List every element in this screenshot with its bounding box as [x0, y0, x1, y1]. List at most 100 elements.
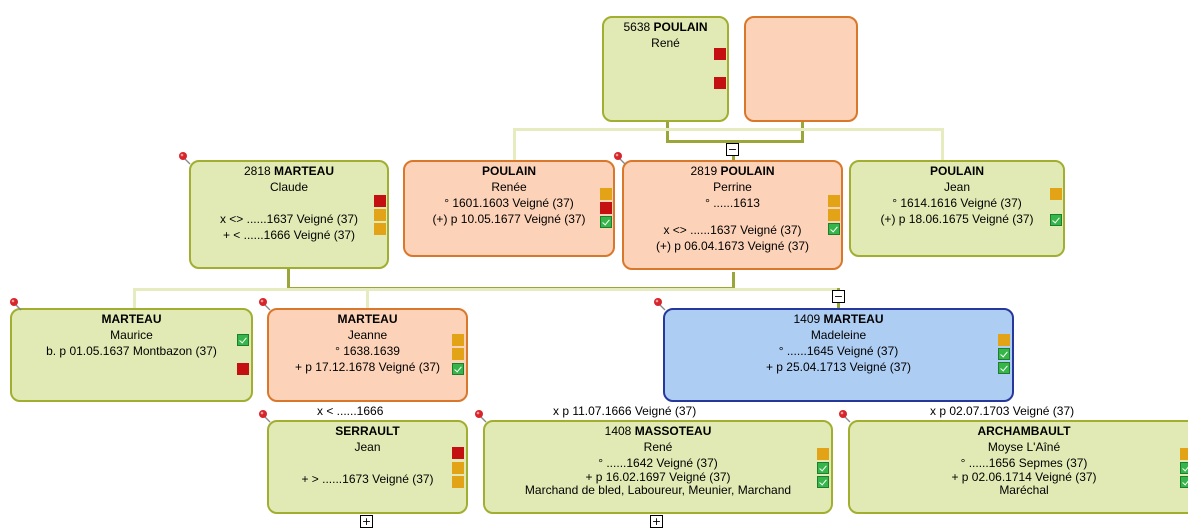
orange-status-marker: [374, 209, 386, 221]
orange-status-marker: [452, 462, 464, 474]
orange-status-marker: [452, 348, 464, 360]
orange-status-marker: [998, 334, 1010, 346]
green-check-marker: [1180, 462, 1188, 474]
pushpin-icon[interactable]: [258, 297, 274, 313]
given-name: René: [651, 36, 680, 50]
given-name: Claude: [269, 180, 309, 194]
event-line: (+) p 18.06.1675 Veigné (37): [880, 212, 1034, 226]
person-name: MARTEAU: [337, 312, 398, 326]
person-card[interactable]: POULAIN Jean ° 1614.1616 Veigné (37) (+)…: [849, 160, 1065, 257]
green-check-marker: [998, 362, 1010, 374]
green-check-marker: [1050, 214, 1062, 226]
person-name: MARTEAU: [101, 312, 162, 326]
event-line: ° 1601.1603 Veigné (37): [444, 196, 574, 210]
event-line: ° ......1645 Veigné (37): [778, 344, 899, 358]
pushpin-icon[interactable]: [474, 409, 490, 425]
selected-person-card[interactable]: 1409 MARTEAU Madeleine ° ......1645 Veig…: [663, 308, 1014, 402]
occupation-line: Marchand de bled, Laboureur, Meunier, Ma…: [524, 484, 792, 497]
event-line: ° ......1642 Veigné (37): [598, 456, 718, 470]
orange-status-marker: [828, 209, 840, 221]
event-line: b. p 01.05.1637 Montbazon (37): [46, 344, 217, 358]
green-check-marker: [817, 462, 829, 474]
given-name: Moyse L'Aîné: [987, 440, 1061, 454]
green-check-marker: [237, 334, 249, 346]
red-status-marker: [374, 195, 386, 207]
person-name: POULAIN: [930, 164, 984, 178]
connector-line: [133, 288, 136, 310]
person-card[interactable]: POULAIN Renée ° 1601.1603 Veigné (37) (+…: [403, 160, 615, 257]
expand-toggle[interactable]: +: [360, 515, 373, 528]
pushpin-icon[interactable]: [838, 409, 854, 425]
person-name: 1408 MASSOTEAU: [604, 424, 712, 438]
orange-status-marker: [828, 195, 840, 207]
person-card[interactable]: 2819 POULAIN Perrine ° ......1613 x <> .…: [622, 160, 843, 270]
person-card[interactable]: 1408 MASSOTEAU René ° ......1642 Veigné …: [483, 420, 833, 514]
person-card[interactable]: 5638 POULAIN René: [602, 16, 729, 122]
event-line: x <> ......1637 Veigné (37): [663, 223, 802, 237]
person-card[interactable]: 2818 MARTEAU Claude x <> ......1637 Veig…: [189, 160, 389, 269]
event-line: ° ......1656 Sepmes (37): [960, 456, 1088, 470]
marriage-label: x p 02.07.1703 Veigné (37): [930, 404, 1075, 418]
collapse-toggle[interactable]: −: [726, 143, 739, 156]
connector-line: [513, 128, 516, 161]
pushpin-icon[interactable]: [613, 151, 629, 167]
event-line: ° 1638.1639: [335, 344, 400, 358]
person-name: 2819 POULAIN: [690, 164, 775, 178]
event-line: + < ......1666 Veigné (37): [222, 228, 356, 242]
event-line: ° ......1613: [705, 196, 760, 210]
collapse-toggle[interactable]: −: [832, 290, 845, 303]
person-card[interactable]: MARTEAU Jeanne ° 1638.1639 + p 17.12.167…: [267, 308, 468, 402]
person-card[interactable]: ARCHAMBAULT Moyse L'Aîné ° ......1656 Se…: [848, 420, 1188, 514]
red-status-marker: [714, 77, 726, 89]
empty-person-card[interactable]: [744, 16, 858, 122]
event-line: + p 16.02.1697 Veigné (37): [585, 471, 731, 484]
green-check-marker: [1180, 476, 1188, 488]
given-name: Maurice: [110, 328, 153, 342]
person-name: 1409 MARTEAU: [793, 312, 884, 326]
marriage-label: x < ......1666: [317, 404, 384, 418]
connector-line: [941, 128, 944, 161]
pushpin-icon[interactable]: [9, 297, 25, 313]
person-name: POULAIN: [482, 164, 536, 178]
given-name: Jeanne: [347, 328, 388, 342]
person-card[interactable]: SERRAULT Jean + > ......1673 Veigné (37): [267, 420, 468, 514]
connector-line: [513, 128, 944, 131]
given-name: Perrine: [713, 180, 752, 194]
orange-status-marker: [600, 188, 612, 200]
given-name: Jean: [354, 440, 381, 454]
given-name: Madeleine: [810, 328, 867, 342]
person-name: SERRAULT: [335, 424, 400, 438]
expand-toggle[interactable]: +: [650, 515, 663, 528]
orange-status-marker: [452, 334, 464, 346]
event-line: ° 1614.1616 Veigné (37): [892, 196, 1022, 210]
given-name: René: [643, 440, 673, 454]
marriage-label: x p 11.07.1666 Veigné (37): [553, 404, 697, 418]
pushpin-icon[interactable]: [178, 151, 194, 167]
orange-status-marker: [817, 448, 829, 460]
pushpin-icon[interactable]: [258, 409, 274, 425]
connector-line: [366, 288, 369, 310]
event-line: + p 02.06.1714 Veigné (37): [951, 471, 1097, 484]
given-name: Jean: [943, 180, 971, 194]
person-name: 2818 MARTEAU: [243, 164, 335, 178]
red-status-marker: [714, 48, 726, 60]
given-name: Renée: [491, 180, 527, 194]
connector-line: [133, 288, 840, 291]
green-check-marker: [600, 216, 612, 228]
pushpin-icon[interactable]: [653, 297, 669, 313]
event-line: + > ......1673 Veigné (37): [301, 472, 434, 486]
event-line: + p 17.12.1678 Veigné (37): [294, 360, 441, 374]
orange-status-marker: [374, 223, 386, 235]
orange-status-marker: [1050, 188, 1062, 200]
person-card[interactable]: MARTEAU Maurice b. p 01.05.1637 Montbazo…: [10, 308, 253, 402]
occupation-line: Maréchal: [999, 484, 1049, 497]
green-check-marker: [817, 476, 829, 488]
event-line: + p 25.04.1713 Veigné (37): [765, 360, 912, 374]
connector-line: [666, 140, 804, 143]
connector-line: [732, 272, 735, 290]
connector-line: [287, 268, 290, 290]
green-check-marker: [998, 348, 1010, 360]
connector-line: [666, 121, 669, 143]
person-name: 5638 POULAIN: [623, 20, 708, 34]
